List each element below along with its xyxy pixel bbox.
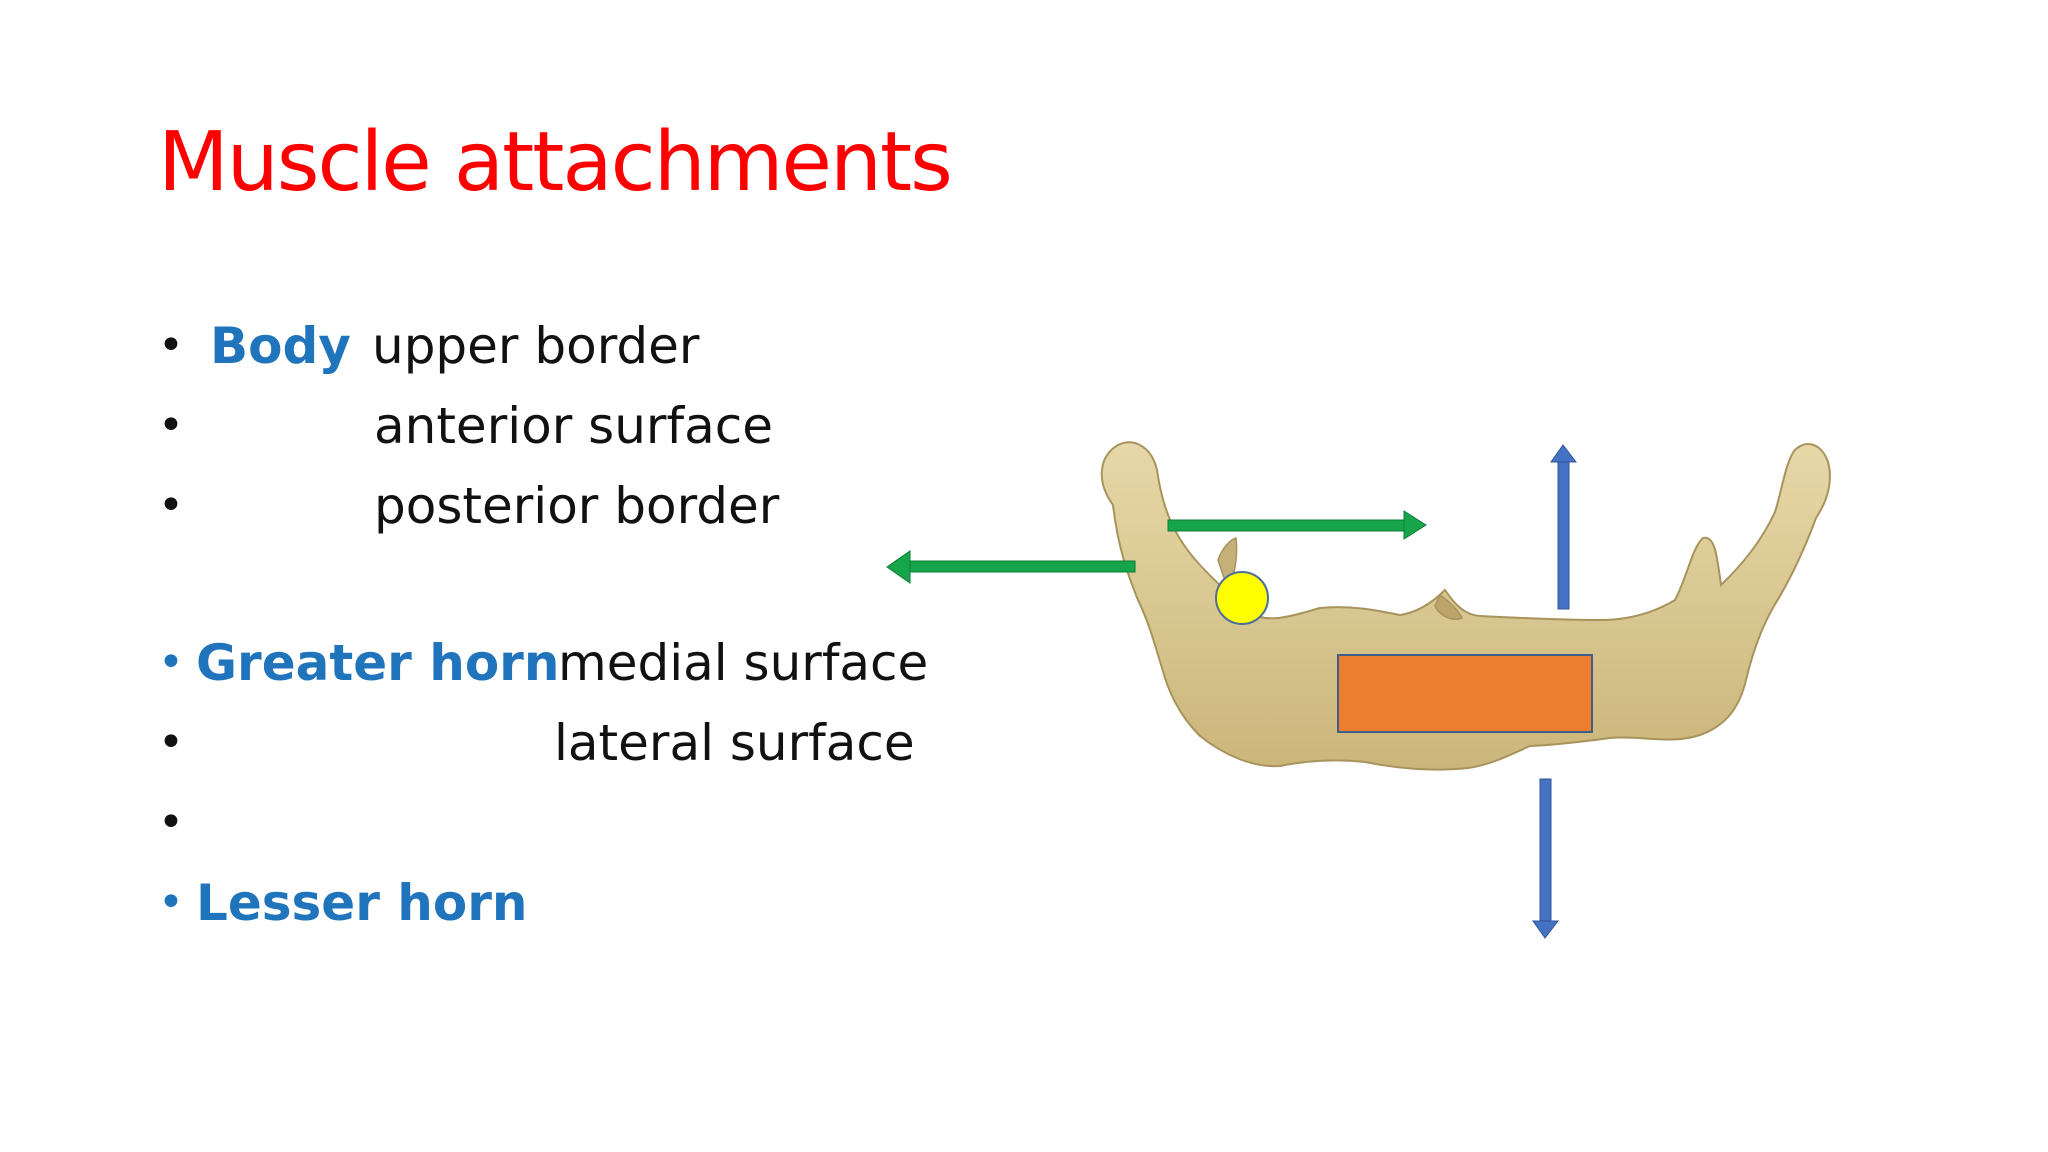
slide-title: Muscle attachments <box>158 115 953 210</box>
bullet-list: • Body upper border • anterior surface •… <box>0 0 960 1000</box>
bullet-item: • anterior surface <box>158 391 978 461</box>
bullet-item: • lateral surface <box>158 708 978 778</box>
bullet-text: lateral surface <box>554 714 915 772</box>
bullet-item-lesser-horn: • Lesser horn <box>158 868 978 938</box>
bullet-text: anterior surface <box>374 397 773 455</box>
bullet-dot: • <box>158 877 184 928</box>
bullet-heading: Greater horn <box>196 634 560 692</box>
bullet-item-greater-horn: • Greater horn medial surface <box>158 628 978 698</box>
bullet-dot: • <box>158 320 184 371</box>
bullet-dot: • <box>158 797 184 848</box>
bullet-dot: • <box>158 717 184 768</box>
bullet-dot: • <box>158 637 184 688</box>
bullet-dot: • <box>158 400 184 451</box>
orange-rectangle-marker-icon <box>1337 654 1593 733</box>
blue-arrow-down-icon <box>1532 778 1560 939</box>
green-arrow-left-icon <box>886 550 1136 584</box>
yellow-circle-marker-icon <box>1215 571 1269 625</box>
bullet-item-empty: • <box>158 788 978 858</box>
bullet-item-body: • Body upper border <box>158 311 978 381</box>
bullet-text: posterior border <box>374 477 780 535</box>
bullet-dot: • <box>158 480 184 531</box>
bullet-text: upper border <box>372 317 700 375</box>
bullet-item: • posterior border <box>158 471 978 541</box>
bullet-text: medial surface <box>558 634 929 692</box>
bullet-heading: Body <box>210 317 351 375</box>
bullet-heading: Lesser horn <box>196 874 528 932</box>
green-arrow-right-icon <box>1167 510 1427 540</box>
blue-arrow-up-icon <box>1550 444 1578 610</box>
